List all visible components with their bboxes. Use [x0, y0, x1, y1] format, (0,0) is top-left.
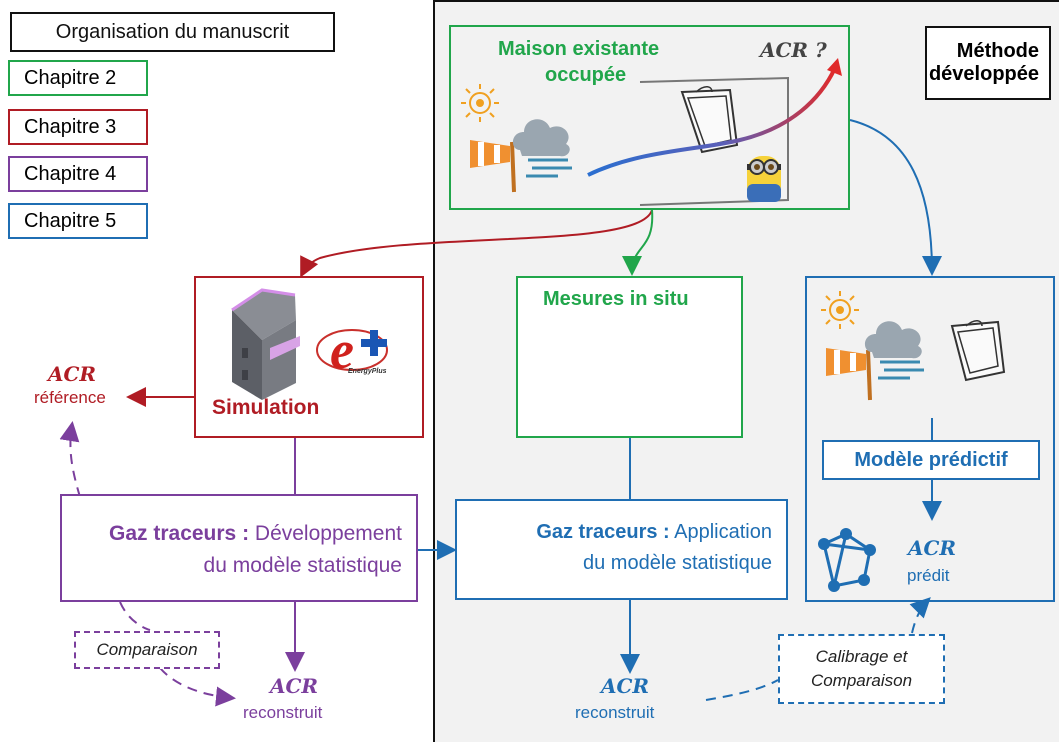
legend-item-label: Chapitre 3	[24, 115, 117, 138]
legend-item-chapitre-3: Chapitre 3	[8, 109, 148, 145]
acr-reconstruit-left-acr: ACR	[270, 674, 319, 698]
acr-reconstruit-left-label: reconstruit	[243, 703, 323, 722]
gaz-app-line2: du modèle statistique	[582, 552, 772, 574]
gaz-dev-rest: Développement	[249, 522, 402, 545]
method-label-line1: Méthode	[956, 40, 1039, 62]
acr-reference-acr: ACR	[48, 362, 97, 386]
gaz-dev-line2: du modèle statistique	[203, 554, 402, 577]
mesures-title: Mesures in situ	[543, 288, 689, 310]
legend-item-label: Chapitre 5	[24, 209, 117, 232]
gaz-app-bold: Gaz traceurs :	[536, 521, 670, 543]
dashed-reconstruit-to-calibrage	[705, 679, 779, 701]
arrow-maison-to-predictif	[849, 119, 942, 276]
minion-icon	[747, 156, 781, 202]
maison-title-line2: occupée	[545, 64, 627, 86]
legend-title-box: Organisation du manuscrit	[10, 12, 335, 52]
maison-title-line1: Maison existante	[498, 38, 660, 60]
method-label-line2: développée	[928, 63, 1039, 85]
mesures-box	[516, 276, 743, 438]
legend-item-label: Chapitre 2	[24, 66, 117, 89]
svg-text:e: e	[330, 320, 354, 380]
legend-item-chapitre-2: Chapitre 2	[8, 60, 148, 96]
maison-acr-question: ACR ?	[760, 38, 827, 62]
legend-title: Organisation du manuscrit	[55, 20, 290, 43]
gaz-dev-bold: Gaz traceurs :	[109, 522, 250, 545]
window-icon	[639, 76, 789, 206]
gaz-dev-line1: Gaz traceurs : Développement	[62, 522, 402, 546]
windsock-icon	[826, 348, 872, 401]
gaz-dev-box: Gaz traceurs : Développement du modèle s…	[60, 494, 418, 602]
dashed-calibrage-to-predit	[909, 597, 931, 634]
legend-item-chapitre-5: Chapitre 5	[8, 203, 148, 239]
window-icon	[950, 320, 1006, 382]
maison-box	[449, 25, 850, 210]
windsock-icon	[470, 140, 516, 193]
acr-predit-acr: ACR	[908, 536, 957, 560]
acr-reference-label: référence	[34, 388, 106, 407]
acr-reconstruit-mid-acr: ACR	[601, 674, 650, 698]
house-3d-icon	[231, 288, 300, 400]
modele-predictif-label: Modèle prédictif	[854, 448, 1008, 471]
energyplus-text: EnergyPlus	[348, 368, 387, 375]
simulation-box	[194, 276, 424, 438]
acr-trend-curve	[587, 67, 837, 177]
comparaison-label: Comparaison	[96, 640, 198, 659]
method-label-box: Méthode développée	[925, 26, 1051, 100]
dashed-dev-to-reference	[59, 421, 81, 498]
network-icon	[818, 528, 876, 592]
energyplus-logo: e	[316, 320, 388, 380]
legend-item-chapitre-4: Chapitre 4	[8, 156, 148, 192]
calibrage-box: Calibrage et Comparaison	[778, 634, 945, 704]
simulation-label: Simulation	[212, 396, 320, 419]
dashed-comparaison-to-reconstruit	[159, 667, 236, 707]
legend-item-label: Chapitre 4	[24, 162, 117, 185]
calibrage-line1: Calibrage et	[815, 647, 908, 666]
predictif-panel	[805, 276, 1055, 602]
cloud-wind-icon	[512, 119, 572, 178]
acr-predit-label: prédit	[907, 566, 950, 585]
dashed-dev-to-comparaison	[119, 601, 151, 631]
arrow-maison-to-simulation	[300, 209, 653, 278]
cloud-wind-icon	[864, 321, 924, 380]
sun-icon	[821, 291, 859, 329]
calibrage-line2: Comparaison	[810, 671, 913, 690]
gaz-app-rest: Application	[669, 521, 772, 543]
acr-trend-arrowhead	[827, 58, 842, 76]
sun-icon	[461, 84, 499, 122]
comparaison-box: Comparaison	[74, 631, 220, 669]
gaz-app-box: Gaz traceurs : Application du modèle sta…	[455, 499, 788, 600]
acr-reconstruit-mid-label: reconstruit	[575, 703, 655, 722]
gaz-app-line1: Gaz traceurs : Application	[457, 521, 772, 544]
modele-predictif-box: Modèle prédictif	[822, 440, 1040, 480]
arrow-maison-to-mesures	[622, 209, 654, 276]
